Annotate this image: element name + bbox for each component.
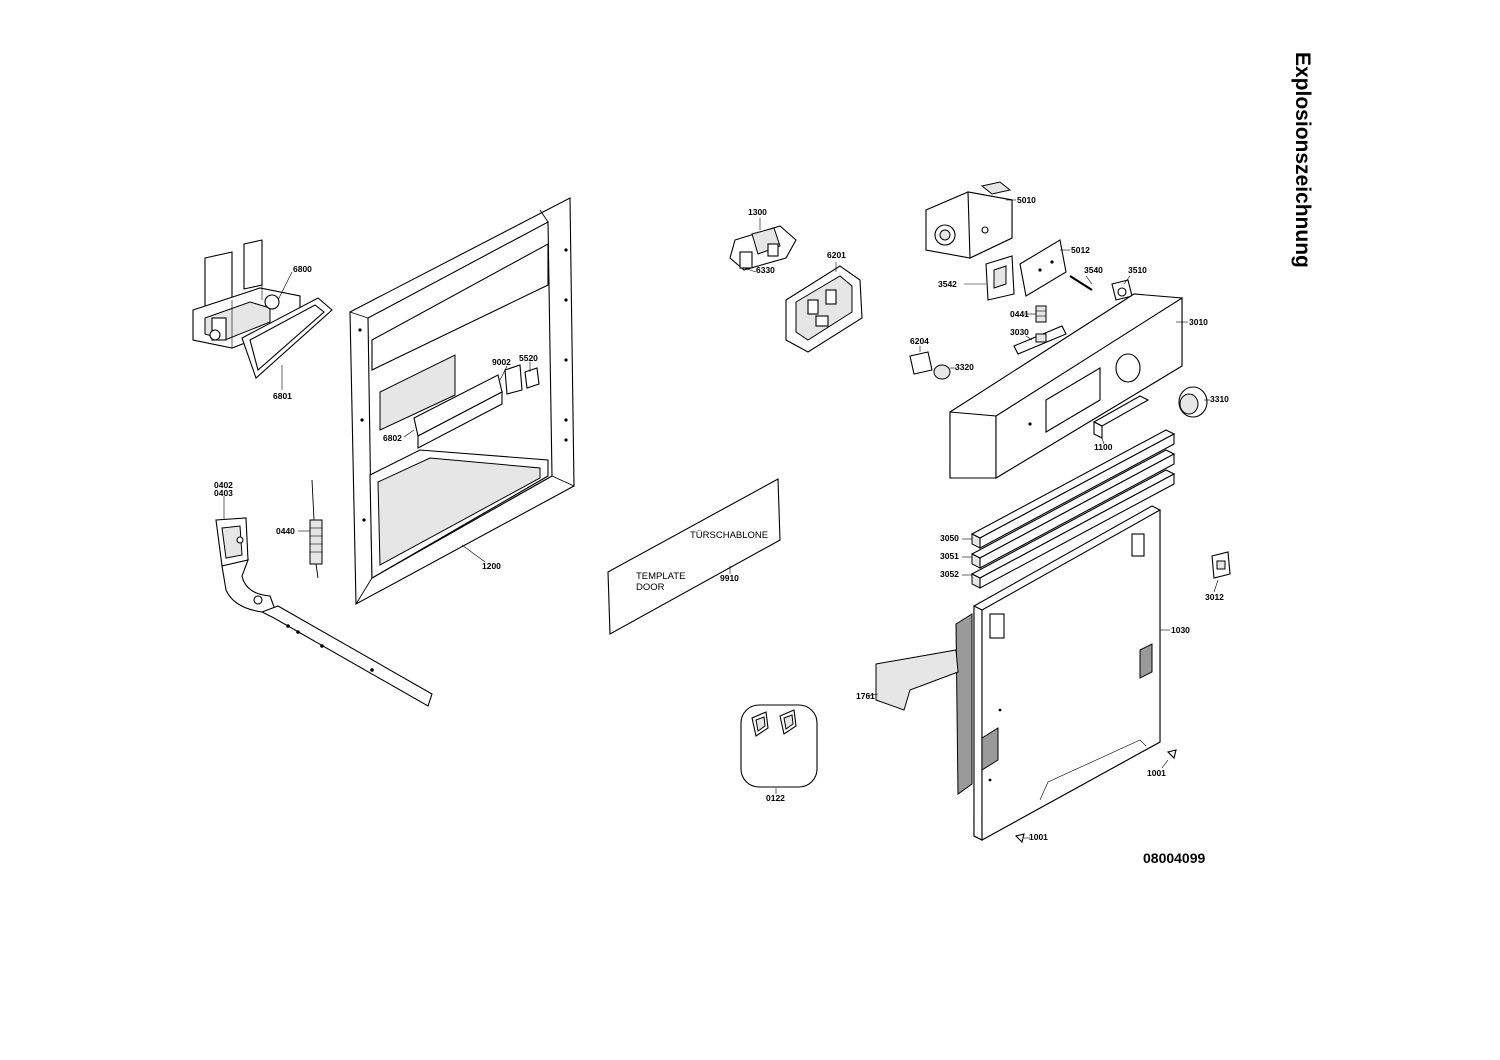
part-1001-screw-b[interactable] xyxy=(1014,833,1025,844)
label-3030: 3030 xyxy=(1010,327,1029,337)
label-0403: 0403 xyxy=(214,488,233,498)
label-5520: 5520 xyxy=(519,353,538,363)
label-1761: 1761 xyxy=(856,691,875,701)
drawing-number: 08004099 xyxy=(1143,850,1206,866)
part-0441-spring[interactable] xyxy=(1035,305,1047,323)
part-3320-knob[interactable] xyxy=(933,364,951,380)
label-6330: 6330 xyxy=(756,265,775,275)
label-0402: 0402 xyxy=(214,480,233,490)
part-6201-housing[interactable] xyxy=(785,265,863,353)
part-9910-door-template[interactable] xyxy=(607,478,781,635)
part-door-seal-strip xyxy=(955,613,973,795)
template-label-en-2: DOOR xyxy=(636,582,665,593)
part-3540-pin[interactable] xyxy=(1069,275,1093,291)
part-3030-slider[interactable] xyxy=(1013,325,1067,355)
part-5012-bracket[interactable] xyxy=(1019,239,1067,297)
part-6802-handle-bracket[interactable] xyxy=(413,374,503,449)
label-6802: 6802 xyxy=(383,433,402,443)
label-6800: 6800 xyxy=(293,264,312,274)
label-3310: 3310 xyxy=(1210,394,1229,404)
label-3540: 3540 xyxy=(1084,265,1103,275)
part-0402-hinge[interactable] xyxy=(215,517,433,707)
label-3510: 3510 xyxy=(1128,265,1147,275)
part-3010-control-panel[interactable] xyxy=(949,293,1183,479)
part-5520-clip[interactable] xyxy=(524,367,540,389)
part-3542-plate[interactable] xyxy=(985,255,1015,301)
label-3010: 3010 xyxy=(1189,317,1208,327)
label-1300: 1300 xyxy=(748,207,767,217)
template-label-de: TÜRSCHABLONE xyxy=(690,530,768,541)
label-3051: 3051 xyxy=(940,551,959,561)
label-5012: 5012 xyxy=(1071,245,1090,255)
part-6801-lock-seal[interactable] xyxy=(241,297,333,379)
part-6800-door-lock[interactable] xyxy=(192,239,301,349)
label-3320: 3320 xyxy=(955,362,974,372)
label-0122: 0122 xyxy=(766,793,785,803)
label-6801: 6801 xyxy=(273,391,292,401)
part-3012-plate[interactable] xyxy=(1211,551,1231,579)
label-0440: 0440 xyxy=(276,526,295,536)
part-0122-clip-bag[interactable] xyxy=(740,704,818,788)
label-9002: 9002 xyxy=(492,357,511,367)
part-9002-catch[interactable] xyxy=(504,364,523,395)
label-3012: 3012 xyxy=(1205,592,1224,602)
label-1001-a: 1001 xyxy=(1147,768,1166,778)
part-1001-screw-a[interactable] xyxy=(1166,749,1177,760)
part-3310-rotary-knob[interactable] xyxy=(1178,386,1208,418)
label-1100: 1100 xyxy=(1094,442,1113,452)
part-3051-rail[interactable] xyxy=(970,449,1176,569)
part-1761-insulation-pad[interactable] xyxy=(875,649,959,711)
part-6204-switch[interactable] xyxy=(909,351,933,375)
label-0441: 0441 xyxy=(1010,309,1029,319)
label-3050: 3050 xyxy=(940,533,959,543)
label-1001-b: 1001 xyxy=(1029,832,1048,842)
drawing-title: Explosionszeichnung xyxy=(1291,52,1314,268)
part-1030-outer-door[interactable] xyxy=(973,505,1161,841)
label-9910: 9910 xyxy=(720,573,739,583)
part-1300-door-switch[interactable] xyxy=(729,225,797,271)
label-1200: 1200 xyxy=(482,561,501,571)
part-3052-rail[interactable] xyxy=(970,469,1176,589)
label-6204: 6204 xyxy=(910,336,929,346)
part-3510-lever[interactable] xyxy=(1111,279,1133,301)
label-3542: 3542 xyxy=(938,279,957,289)
label-3052: 3052 xyxy=(940,569,959,579)
part-5010-timer[interactable] xyxy=(925,181,1013,259)
label-1030: 1030 xyxy=(1171,625,1190,635)
label-6201: 6201 xyxy=(827,250,846,260)
part-0440-spring[interactable] xyxy=(309,479,323,579)
template-label-en-1: TEMPLATE xyxy=(636,571,685,582)
label-5010: 5010 xyxy=(1017,195,1036,205)
part-3050-rail[interactable] xyxy=(970,429,1176,549)
